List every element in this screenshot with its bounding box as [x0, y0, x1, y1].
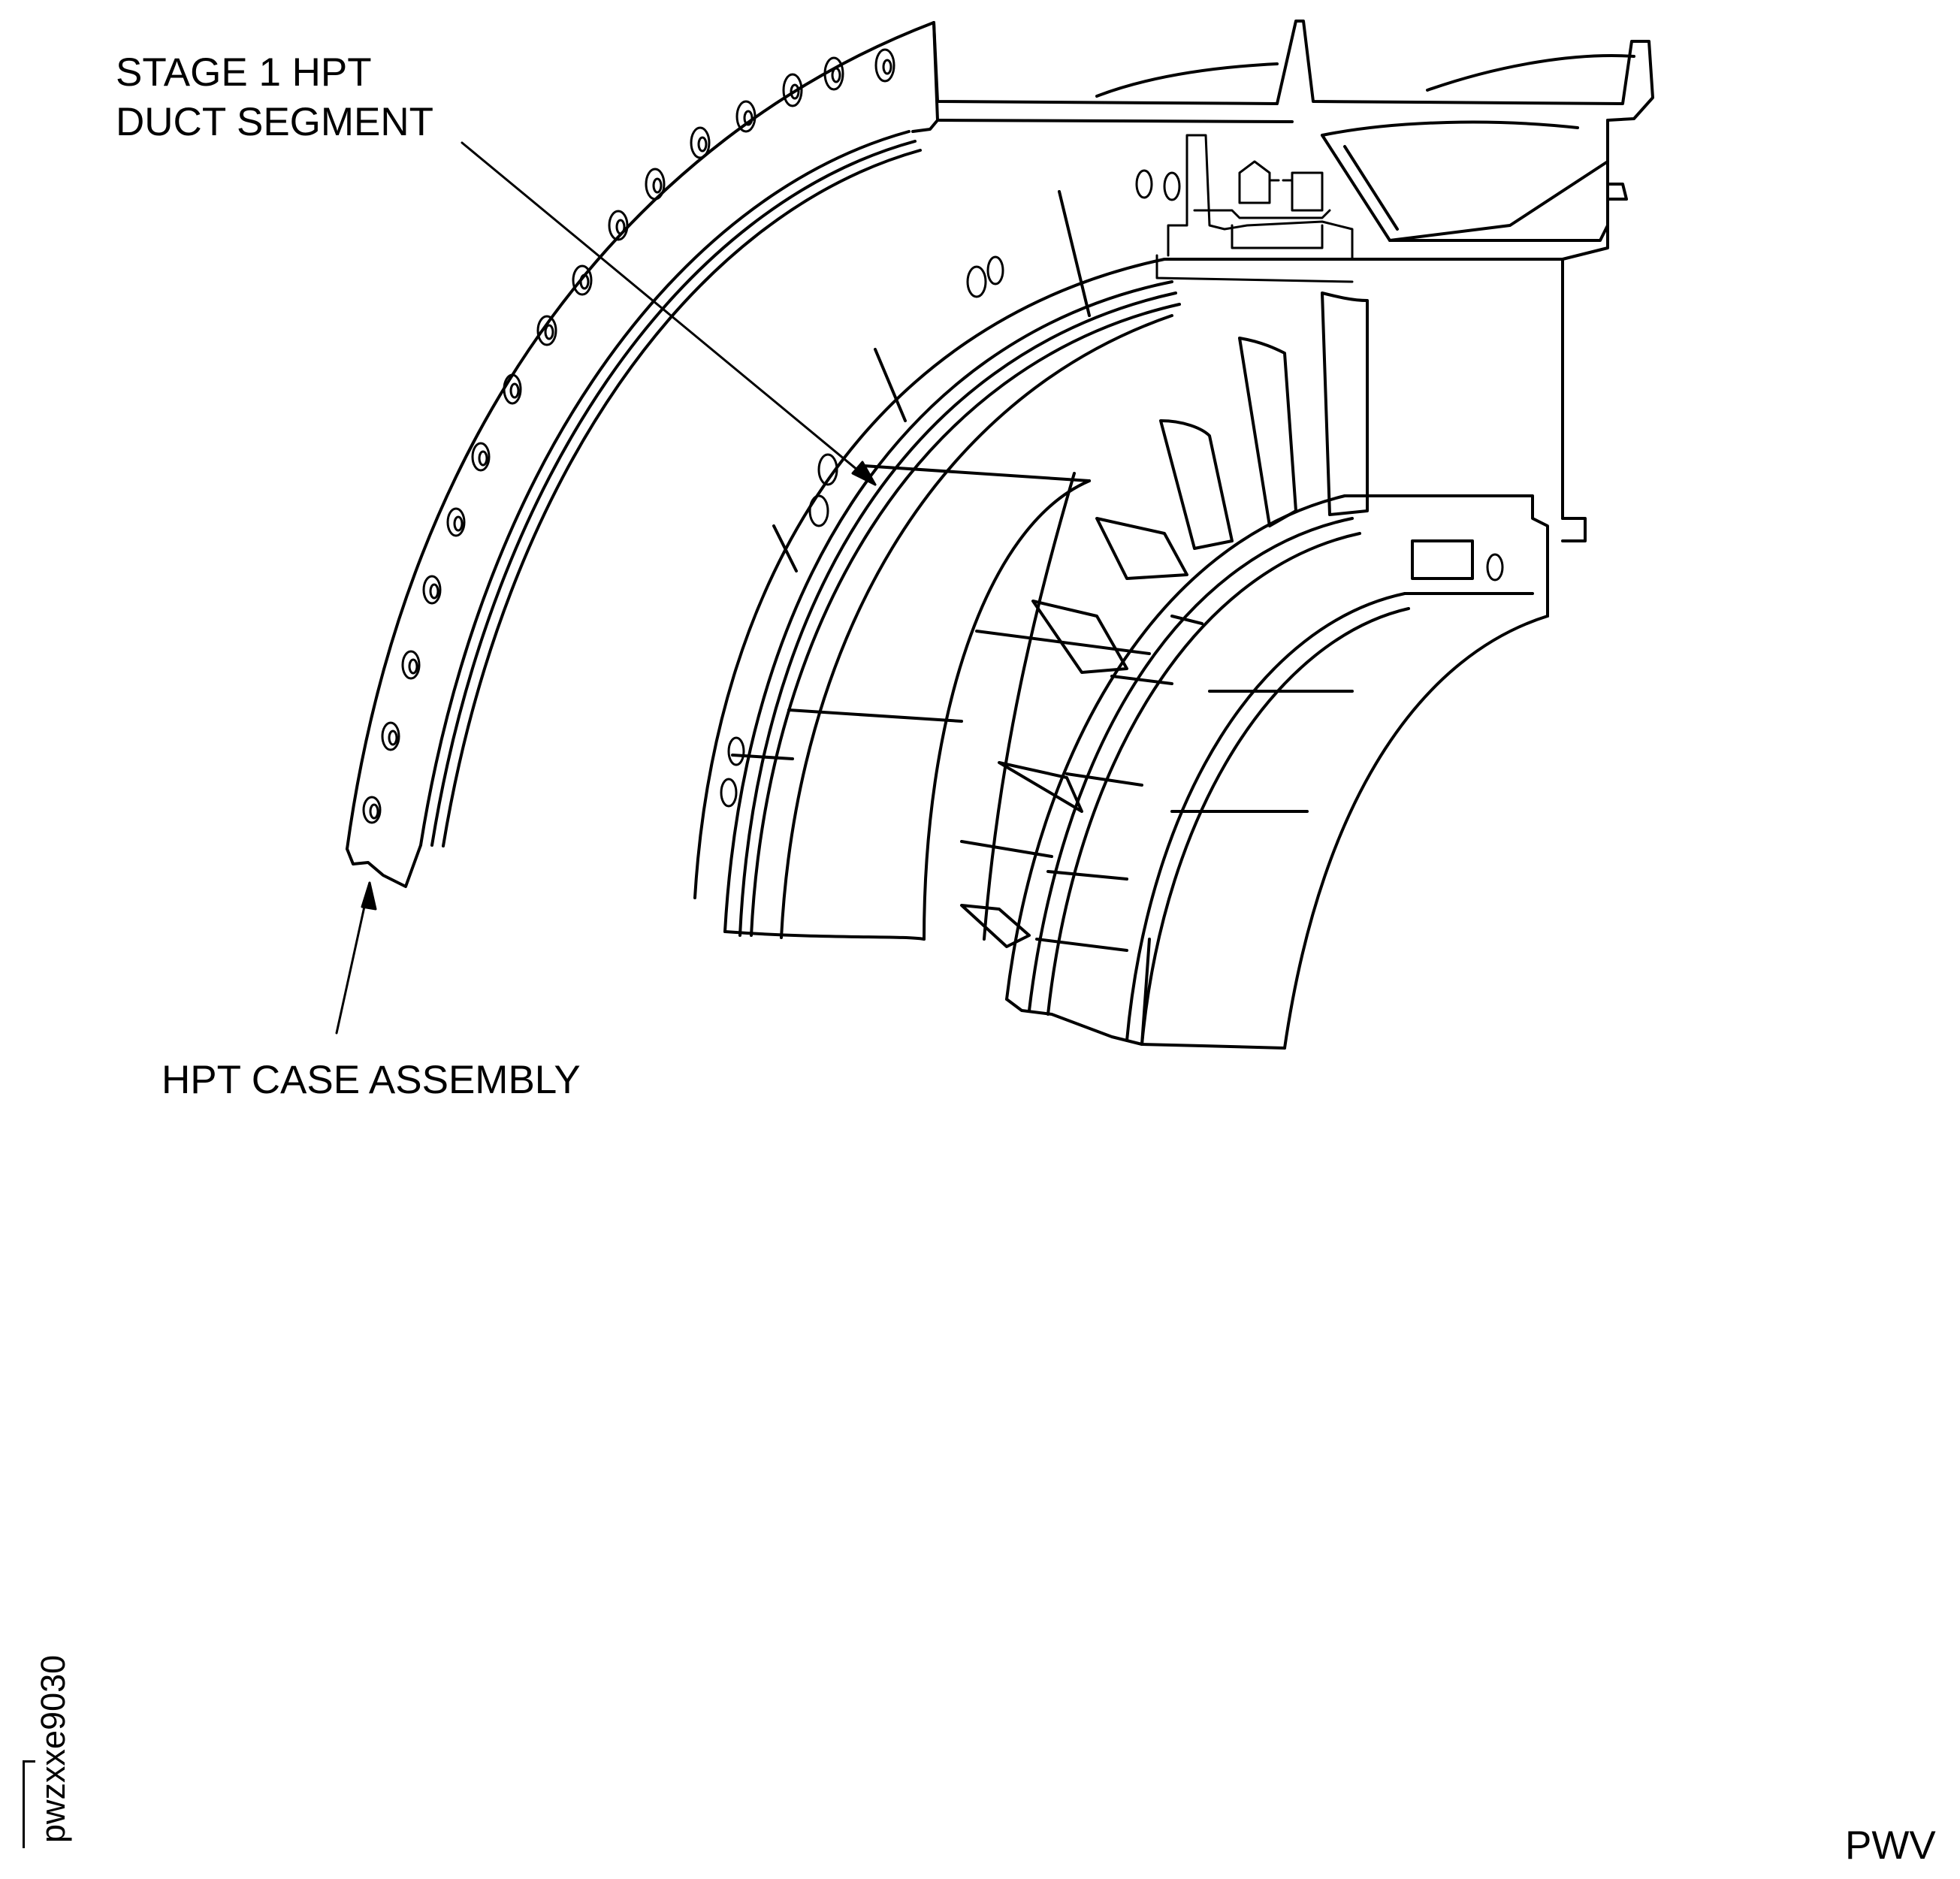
ring-bolt-hole — [986, 255, 1004, 285]
duct-segment-leader — [461, 141, 877, 486]
turbine-vanes — [923, 292, 1369, 948]
flange-bolt-holes — [362, 48, 895, 824]
duct-carrier-detail — [1135, 134, 1354, 283]
ring-bolt-hole — [720, 778, 738, 808]
inner-ring — [1005, 494, 1549, 1050]
ring-bolt-hole — [966, 265, 987, 298]
ring-bolt-hole — [808, 494, 829, 527]
duct-segment-label-line1: STAGE 1 HPT — [116, 50, 372, 95]
case-assembly-label: HPT CASE ASSEMBLY — [162, 1058, 581, 1102]
figure-id: pwzxxe9030 — [34, 1654, 72, 1843]
ring-bolt-hole — [817, 453, 838, 486]
case-flange — [346, 21, 939, 888]
case-assembly-leader — [335, 881, 377, 1035]
ring-bolt-hole — [727, 736, 745, 766]
case-top-structure — [932, 20, 1654, 542]
duct-segment-label-line2: DUCT SEGMENT — [116, 100, 434, 144]
duct-segment-ring — [693, 190, 1181, 941]
manufacturer-code: PWV — [1845, 1823, 1936, 1868]
duct-segment-label: STAGE 1 HPT DUCT SEGMENT — [116, 48, 433, 147]
figure-id-bracket — [23, 1760, 35, 1848]
